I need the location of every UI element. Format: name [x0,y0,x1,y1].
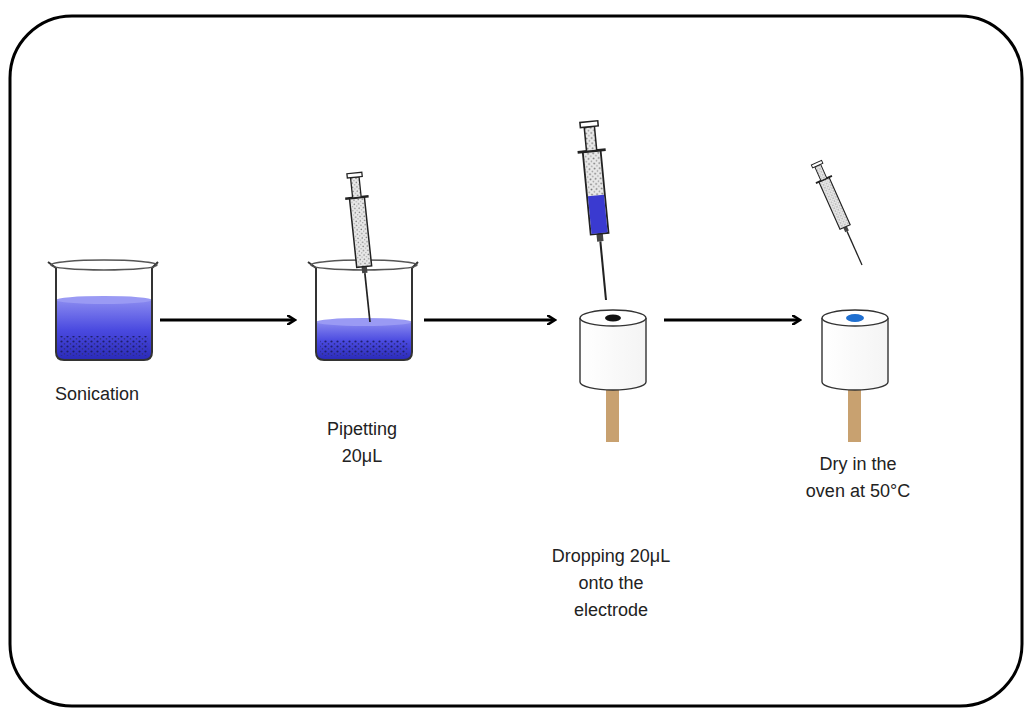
syringe [808,159,870,268]
electrode [580,310,646,442]
flow-arrow [160,319,294,322]
flow-arrow [424,319,554,322]
syringe [575,120,620,301]
syringe [343,172,382,323]
step-label: Dropping 20μL onto the electrode [550,543,672,624]
frame [10,16,1022,706]
beaker [48,260,158,360]
electrode [822,310,888,442]
beaker [308,260,418,360]
flow-arrow [664,319,799,322]
step-label: Pipetting 20μL [310,416,414,470]
step-label: Dry in the oven at 50°C [799,451,917,505]
step-label: Sonication [27,381,167,408]
